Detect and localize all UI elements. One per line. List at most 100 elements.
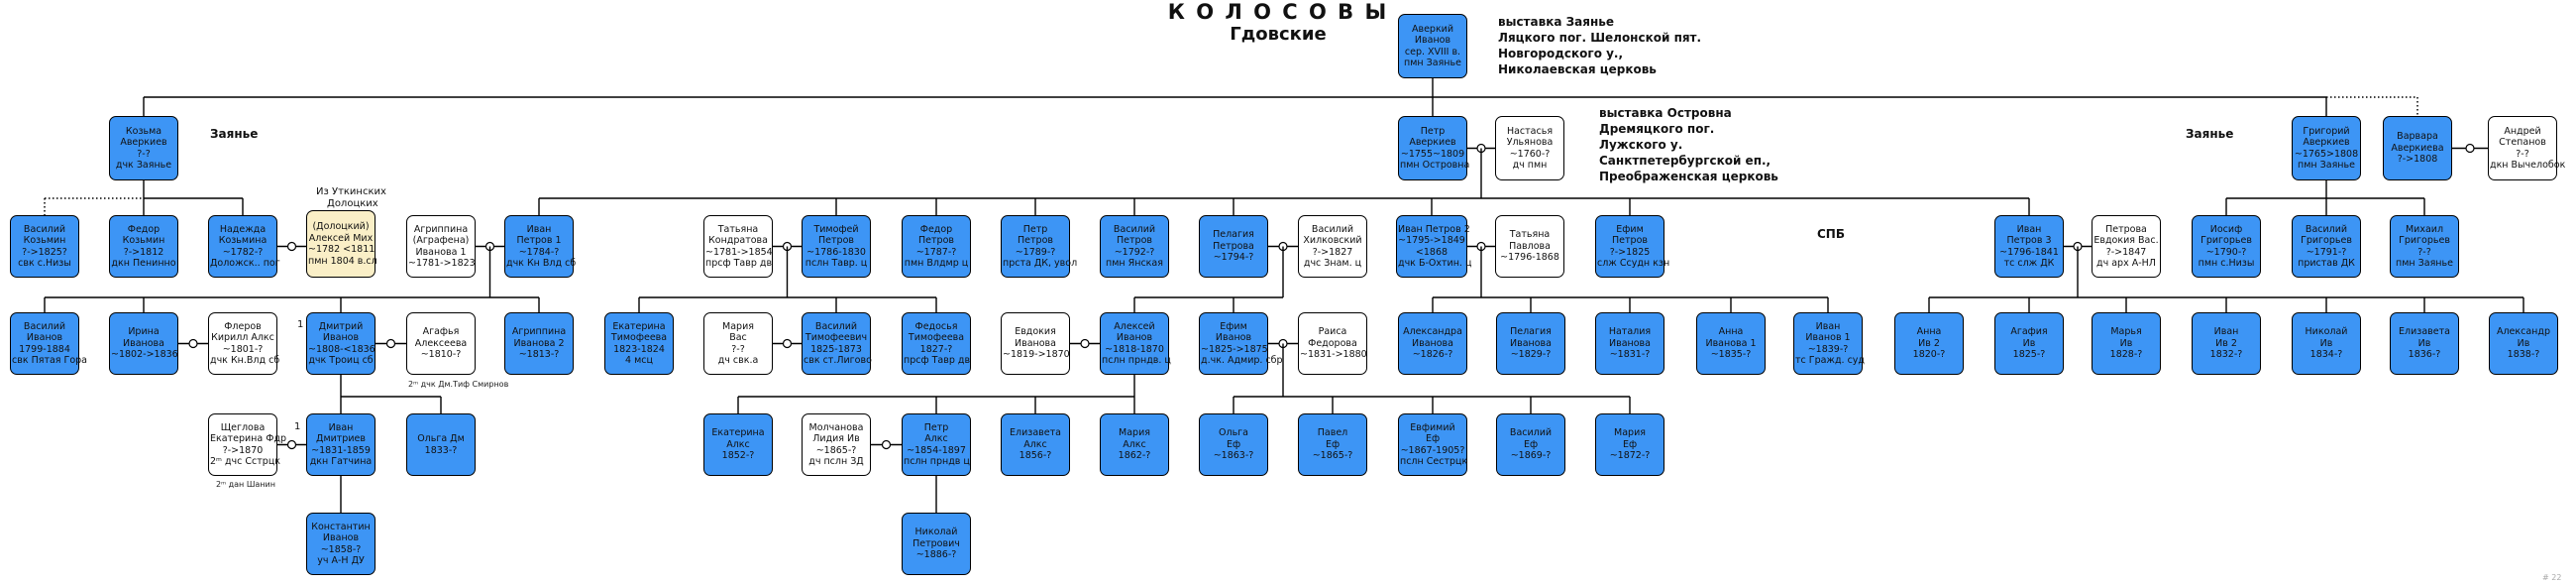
marriage-ring [2465, 143, 2475, 154]
person-line: 1832-? [2209, 349, 2243, 361]
label-spb: СПБ [1817, 227, 1845, 241]
person-line: 1825-1873 [810, 343, 862, 355]
person-line: Екатерина Фдр [210, 433, 286, 444]
person-line: Еф [1425, 433, 1441, 444]
person-line: ~1802->1836 [111, 349, 178, 361]
person-line: Козьма [125, 125, 162, 137]
person-line: ?-? [2516, 148, 2529, 160]
person-line: Федосья [914, 320, 958, 332]
person-line: Григорьев [2399, 235, 2450, 246]
person-line: Василий [1311, 223, 1354, 235]
person-line: Григорий [2303, 125, 2350, 137]
person-agrippina[interactable]: Агриппина(Аграфена)Иванова 1~1781->1823 [406, 215, 476, 278]
person-line: Петров 3 [2006, 235, 2052, 246]
person-line: ?->1808 [2397, 154, 2438, 166]
person-line: д.чк. Адмир. сбр [1201, 355, 1283, 366]
person-line: Настасья [1506, 125, 1554, 137]
person-line: 1827-? [919, 343, 953, 355]
person-line: Петров [1612, 235, 1648, 246]
person-line: Константин [311, 521, 371, 532]
person-line: Мария [722, 320, 754, 332]
person-line: ~1867-1905? [1400, 444, 1465, 456]
person-line: (Аграфена) [412, 235, 470, 246]
person-line: ~1835-? [1710, 349, 1752, 361]
person-line: Федорова [1308, 337, 1357, 349]
person-line: Иван [328, 421, 354, 433]
person-line: Иванов [1215, 332, 1252, 343]
person-line: Лидия Ив [812, 433, 860, 444]
label-utkinskih-1: Из Уткинских [316, 186, 386, 197]
person-line: Федор [919, 223, 953, 235]
person-line: Алексей [1114, 320, 1155, 332]
